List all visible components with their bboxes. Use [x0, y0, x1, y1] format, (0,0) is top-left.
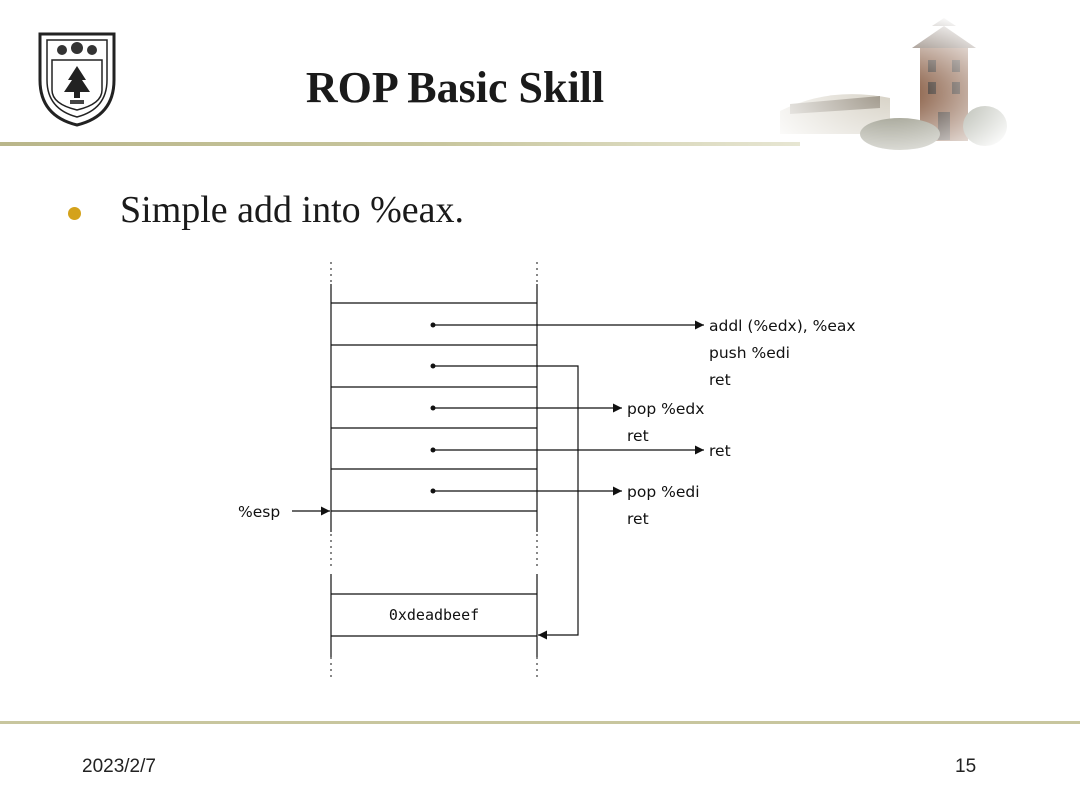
gadget-pop-edx-line1: pop %edx — [627, 400, 704, 418]
gadget-add-line2: push %edi — [709, 344, 790, 362]
gadget-ret: ret — [709, 442, 731, 460]
stack-continuation-dots — [330, 262, 538, 679]
arrow-to-deadbeef-slot — [433, 365, 579, 640]
title-divider — [0, 142, 800, 146]
esp-label: %esp — [238, 503, 280, 521]
deadbeef-value: 0xdeadbeef — [389, 606, 479, 624]
slide-title: ROP Basic Skill — [305, 63, 605, 112]
gadget-pop-edi-line2: ret — [627, 510, 649, 528]
building-image — [770, 16, 1010, 156]
gadget-pop-edx-line2: ret — [627, 427, 649, 445]
rop-stack-diagram: %esp 0xdeadbeef addl (%edx), %eax push %… — [238, 262, 856, 679]
footer-divider — [0, 721, 1080, 724]
stack-lower-frame — [330, 574, 538, 657]
university-seal-logo — [38, 32, 116, 127]
bullet-icon — [68, 207, 81, 220]
gadget-add-line1: addl (%edx), %eax — [709, 317, 856, 335]
page-number: 15 — [955, 756, 977, 777]
gadget-pop-edi-line1: pop %edi — [627, 483, 700, 501]
gadget-add-line3: ret — [709, 371, 731, 389]
bullet-text: Simple add into %eax. — [120, 189, 465, 231]
footer-date: 2023/2/7 — [82, 756, 156, 777]
